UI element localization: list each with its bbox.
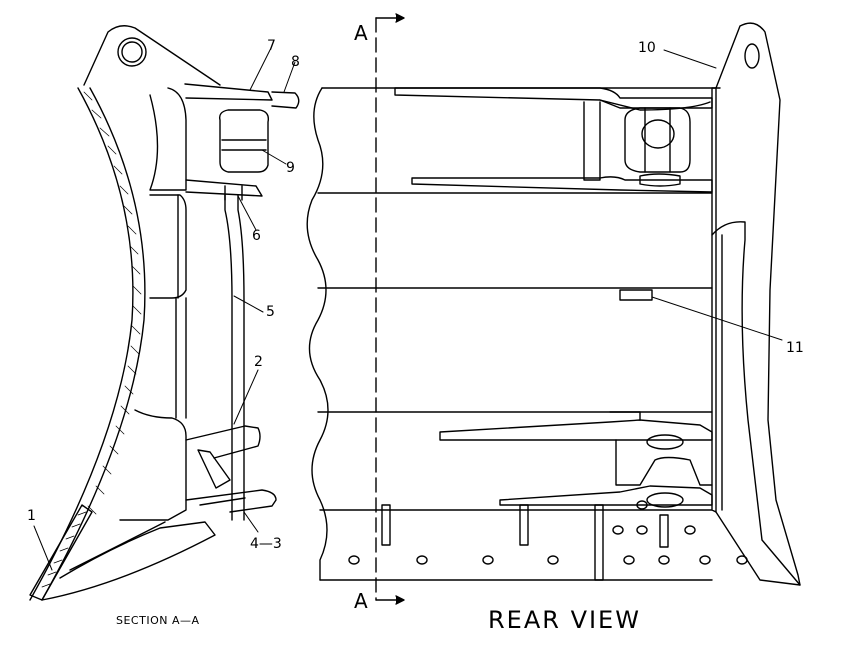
end-plate-hole [744, 43, 760, 69]
lug-hole [117, 37, 147, 67]
rear-top-trunnion [394, 87, 713, 109]
callout-6: 6 [252, 228, 261, 244]
callout-10: 10 [638, 40, 656, 56]
leader-lines-right [651, 49, 783, 341]
section-caption: SECTION A—A [116, 614, 200, 627]
top-trunnion-bracket [184, 83, 273, 101]
section-marker-bottom: A [354, 589, 368, 613]
push-arm-bracket-upper [185, 425, 261, 459]
section-cut-line [375, 13, 405, 605]
callout-8: 8 [291, 54, 300, 70]
back-plate-upper [149, 87, 187, 191]
end-plate [711, 87, 717, 513]
cutting-edge [29, 504, 93, 601]
lower-trunnion-bracket [185, 179, 263, 197]
leader-lines-left [33, 49, 296, 571]
bottom-plate-holes [348, 500, 748, 565]
callout-7: 7 [267, 38, 276, 54]
back-wall [224, 194, 233, 521]
break-line [306, 87, 329, 581]
rear-view-caption: REAR VIEW [488, 606, 641, 634]
rear-view [306, 22, 801, 586]
callout-9: 9 [286, 160, 295, 176]
rear-ball-joint [624, 107, 691, 173]
callout-11: 11 [786, 340, 804, 356]
callout-4-3: 4—3 [250, 536, 282, 552]
back-plate-middle [149, 194, 187, 299]
bottom-runner [41, 521, 216, 601]
push-arm-bracket-lower [185, 489, 277, 513]
section-view [29, 25, 300, 601]
back-plate-lower [119, 409, 187, 521]
side-wing [711, 221, 801, 586]
callout-2: 2 [254, 354, 263, 370]
callout-5: 5 [266, 304, 275, 320]
ball-joint [218, 109, 270, 173]
callout-1: 1 [27, 508, 36, 524]
marker-11 [619, 289, 653, 301]
rear-push-arm-bracket [439, 419, 713, 441]
lifting-lug [83, 25, 221, 86]
moldboard-outer [29, 87, 134, 601]
section-marker-top: A [354, 21, 368, 45]
